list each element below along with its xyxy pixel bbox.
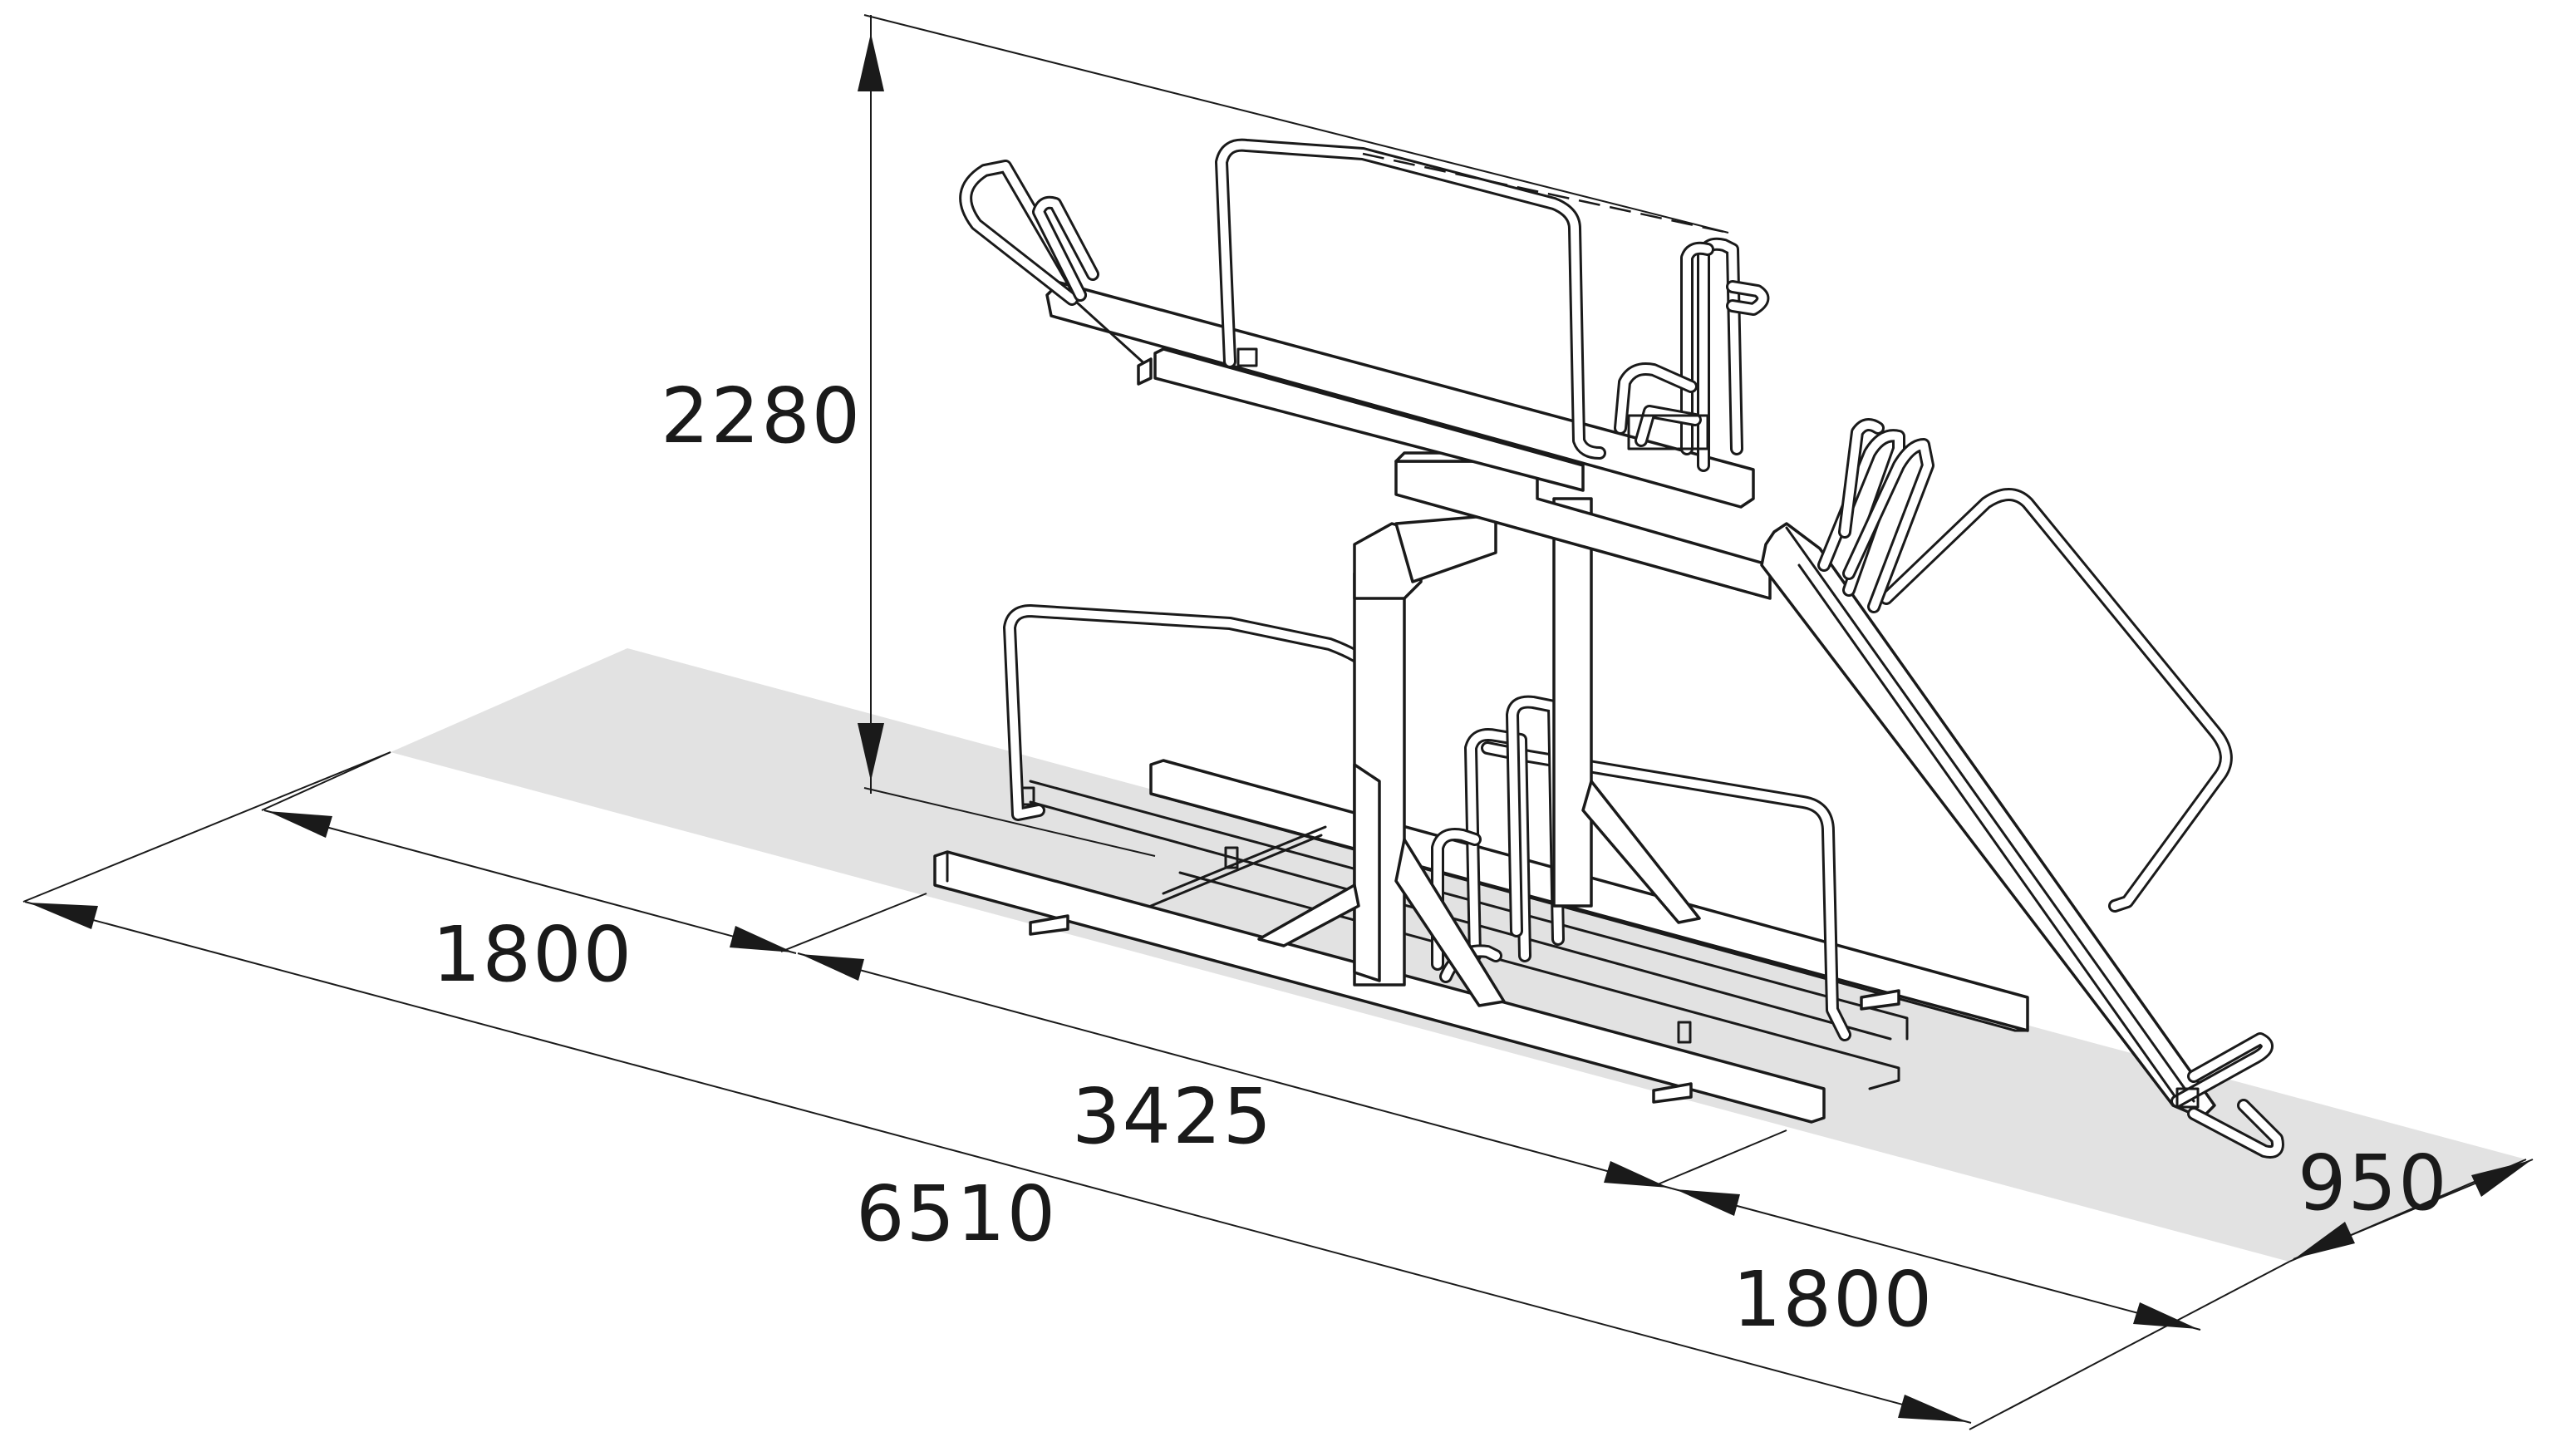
dimension-lines [22, 14, 2534, 1430]
middle-section-dimension-label: 3425 [1072, 1072, 1273, 1161]
left-section-dimension-label: 1800 [432, 910, 633, 999]
right-section-dimension-label: 1800 [1733, 1255, 1934, 1344]
depth-dimension-label: 950 [2298, 1139, 2449, 1228]
loading-ramp [1760, 418, 2284, 1159]
total-length-dimension-label: 6510 [856, 1169, 1057, 1258]
height-dimension-label: 2280 [661, 372, 862, 460]
support-columns [1257, 497, 1701, 1007]
upper-tier [959, 138, 1770, 509]
